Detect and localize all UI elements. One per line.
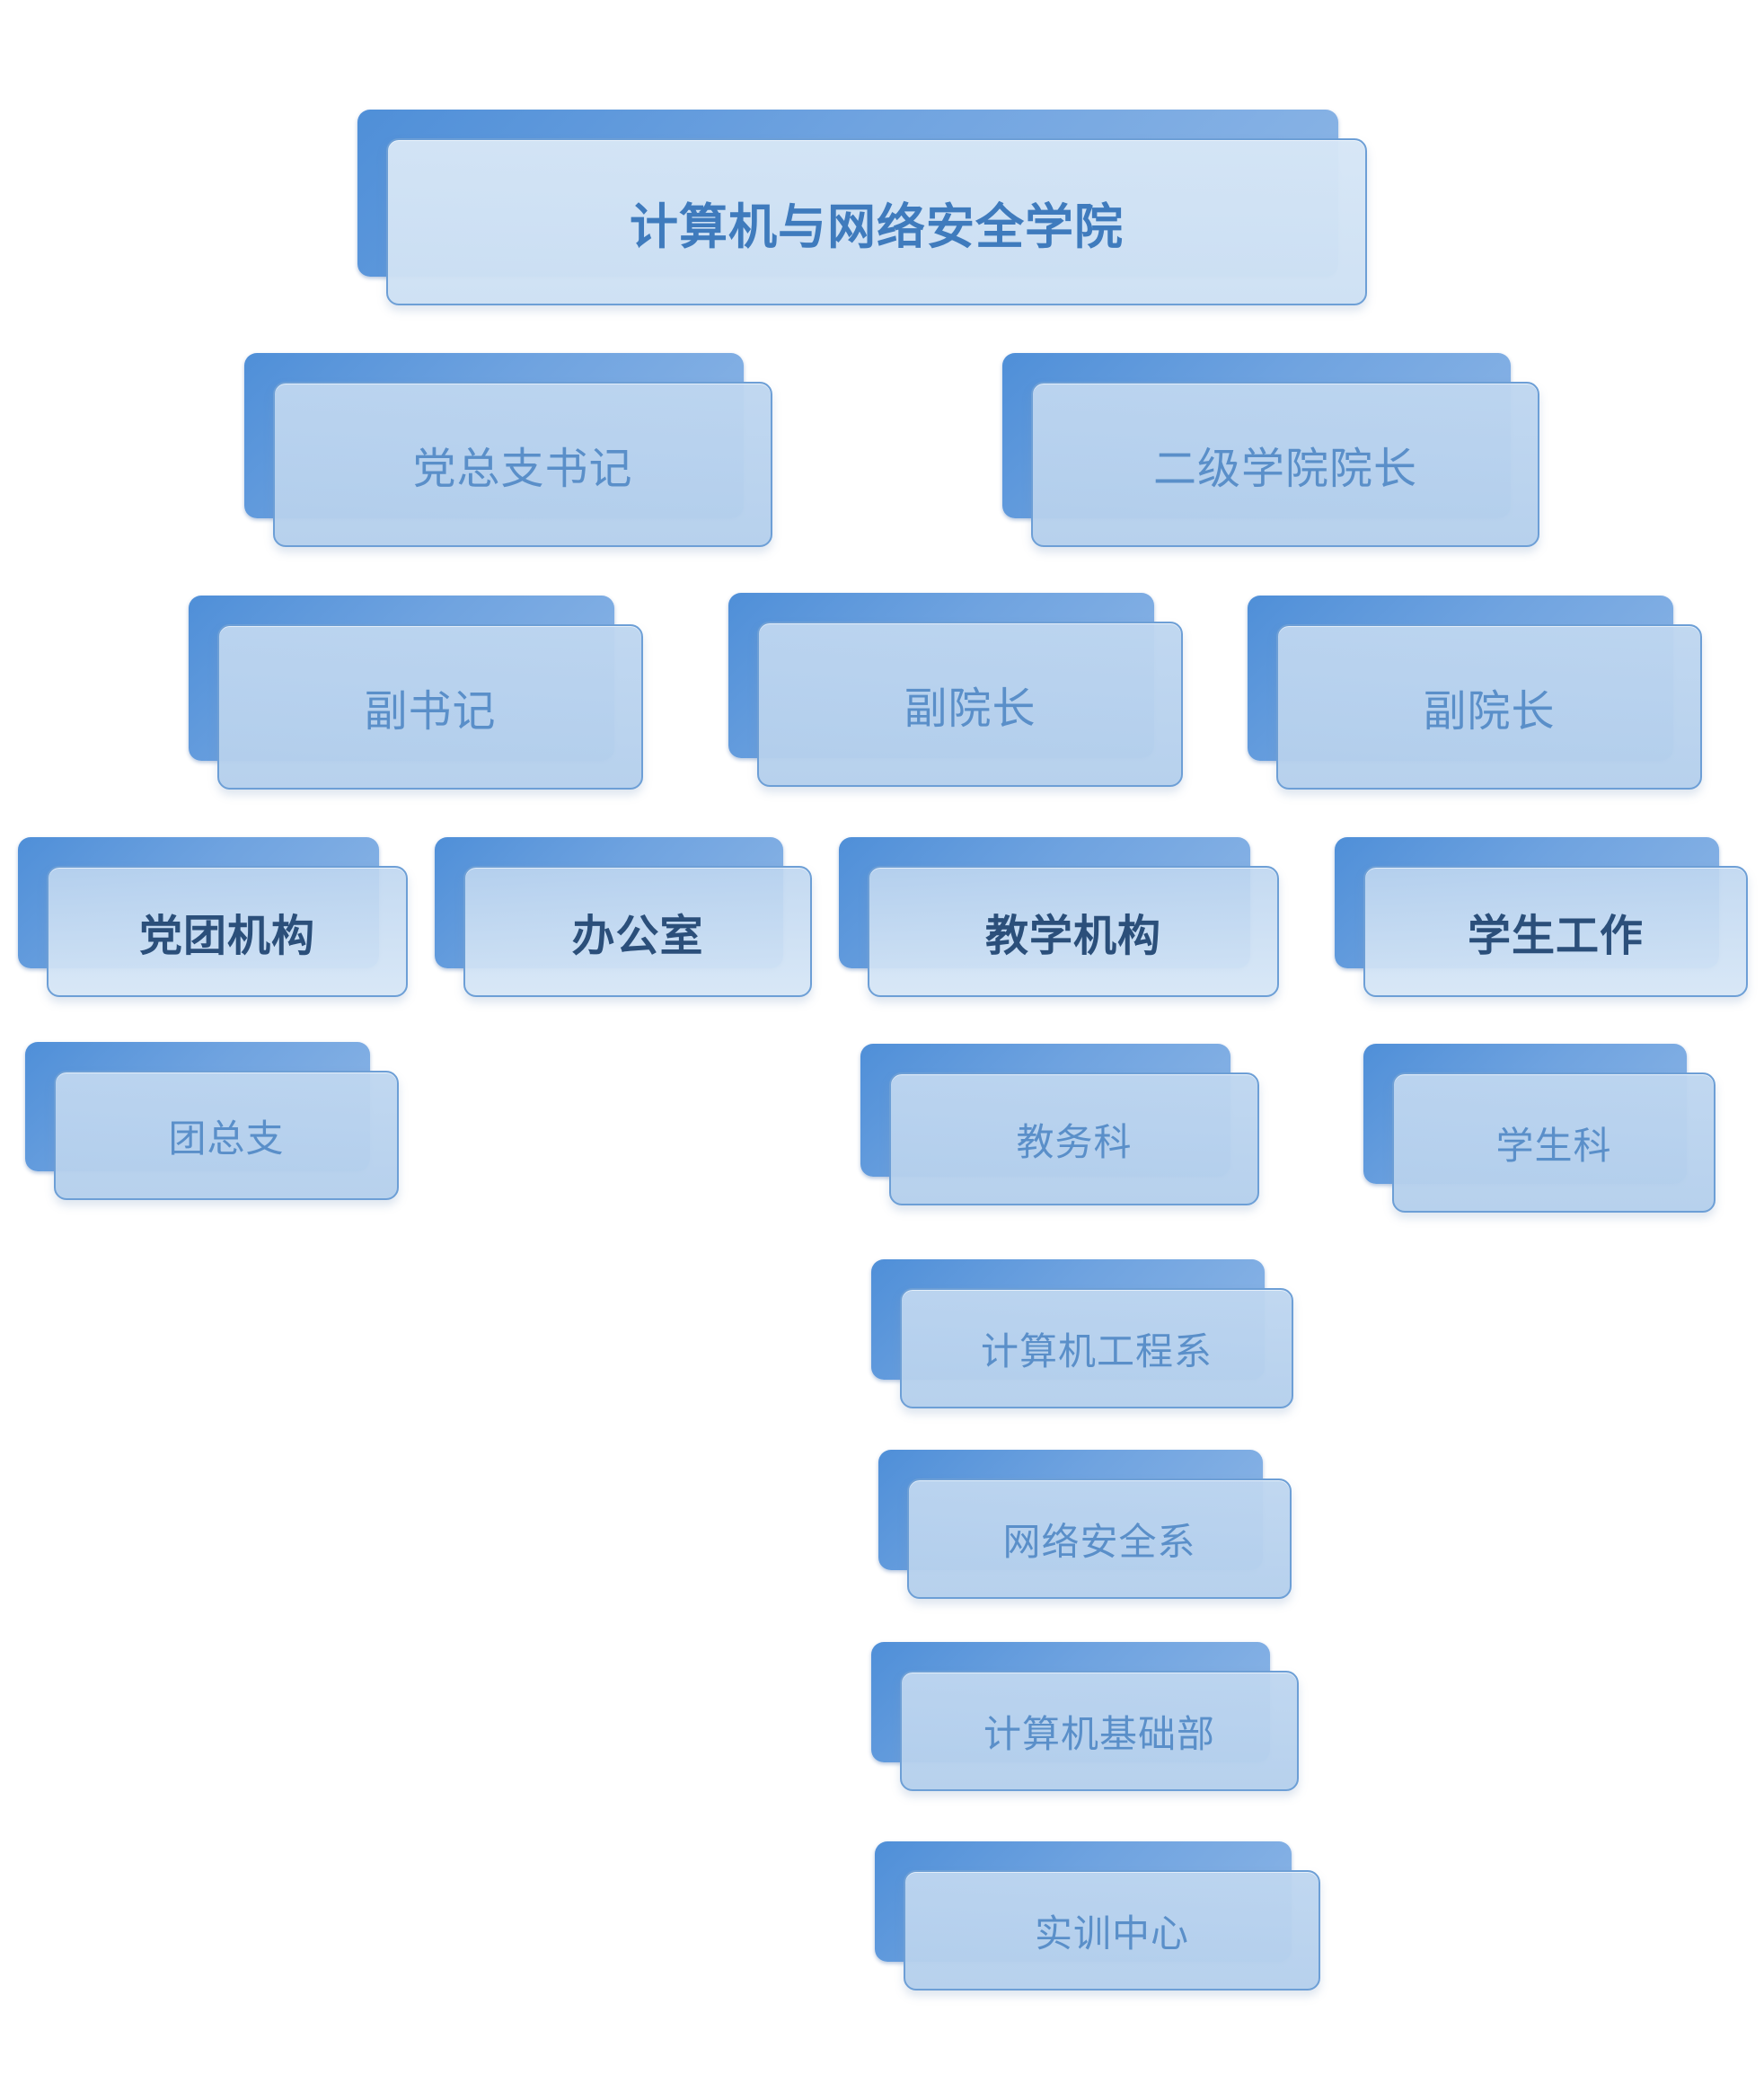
node-student-work-box: 学生工作 [1363,866,1748,997]
node-student-work: 学生工作 [1335,837,1748,997]
node-teaching-org-label: 教学机构 [984,911,1161,961]
node-computer-engineering-label: 计算机工程系 [980,1328,1213,1373]
node-college-box: 计算机与网络安全学院 [386,138,1367,305]
node-vice-dean-1-box: 副院长 [757,622,1183,787]
node-computer-engineering: 计算机工程系 [871,1259,1293,1408]
node-dean-box: 二级学院院长 [1031,382,1539,547]
node-deputy-secretary: 副书记 [189,596,643,790]
node-party-league-org-label: 党团机构 [138,911,315,961]
node-college: 计算机与网络安全学院 [357,110,1367,305]
node-training-center: 实训中心 [875,1841,1320,1990]
node-student-affairs-box: 学生科 [1392,1072,1715,1213]
node-academic-affairs-box: 教务科 [889,1072,1259,1205]
node-vice-dean-1: 副院长 [728,593,1183,787]
node-dean: 二级学院院长 [1002,353,1539,547]
node-computer-fundamentals-box: 计算机基础部 [900,1671,1299,1791]
node-computer-fundamentals-label: 计算机基础部 [983,1711,1215,1756]
node-office-label: 办公室 [571,911,704,961]
node-league-branch: 团总支 [25,1042,399,1200]
node-student-affairs-label: 学生科 [1495,1123,1612,1168]
node-vice-dean-2-label: 副院长 [1423,686,1556,737]
node-deputy-secretary-box: 副书记 [217,624,643,790]
node-party-secretary: 党总支书记 [244,353,772,547]
node-office: 办公室 [435,837,812,997]
node-computer-engineering-box: 计算机工程系 [900,1288,1293,1408]
node-training-center-label: 实训中心 [1034,1911,1189,1955]
node-party-secretary-label: 党总支书记 [412,444,633,494]
node-student-affairs: 学生科 [1363,1044,1715,1213]
node-network-security: 网络安全系 [878,1450,1292,1599]
node-vice-dean-1-label: 副院长 [904,684,1036,734]
node-league-branch-box: 团总支 [54,1071,399,1200]
node-party-league-org-box: 党团机构 [47,866,408,997]
node-league-branch-label: 团总支 [168,1116,285,1161]
node-teaching-org-box: 教学机构 [868,866,1279,997]
node-network-security-label: 网络安全系 [1002,1519,1196,1564]
node-computer-fundamentals: 计算机基础部 [871,1642,1299,1791]
node-office-box: 办公室 [463,866,812,997]
node-college-label: 计算机与网络安全学院 [630,197,1124,255]
node-party-league-org: 党团机构 [18,837,408,997]
node-party-secretary-box: 党总支书记 [273,382,772,547]
node-vice-dean-2-box: 副院长 [1276,624,1702,790]
node-training-center-box: 实训中心 [904,1870,1320,1990]
node-student-work-label: 学生工作 [1467,911,1644,961]
node-academic-affairs: 教务科 [860,1044,1259,1205]
node-teaching-org: 教学机构 [839,837,1279,997]
node-dean-label: 二级学院院长 [1152,444,1417,494]
node-network-security-box: 网络安全系 [907,1479,1292,1599]
node-vice-dean-2: 副院长 [1248,596,1702,790]
node-deputy-secretary-label: 副书记 [364,686,497,737]
node-academic-affairs-label: 教务科 [1016,1119,1133,1164]
